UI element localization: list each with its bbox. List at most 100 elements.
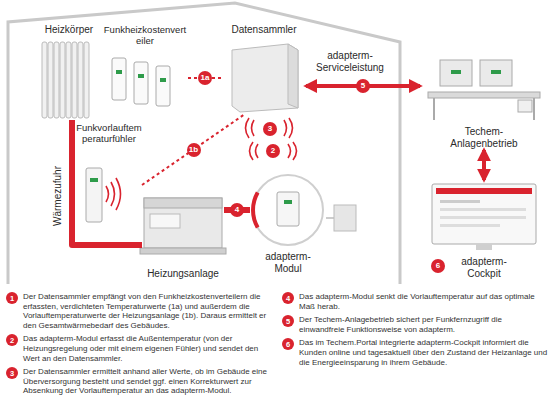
flow-temperature-sensor-part — [90, 178, 98, 182]
radio-waves-part — [256, 144, 259, 158]
note-number: 2 — [6, 334, 18, 346]
note-number: 6 — [282, 338, 294, 350]
cockpit-monitor-part — [440, 216, 526, 219]
module-arc — [253, 193, 258, 228]
module-led — [284, 200, 292, 204]
sensor-node: Funkvorlauftemperaturfühler — [76, 122, 142, 226]
radio-waves-part — [246, 118, 250, 138]
note-text: Das adapterm-Modul erfasst die Außentemp… — [23, 334, 274, 363]
note-number: 5 — [282, 315, 294, 327]
heat-cost-allocator-part — [160, 78, 166, 82]
radio-waves-part — [284, 120, 287, 136]
cockpit-monitor — [432, 184, 536, 250]
operations-desk — [428, 60, 540, 120]
radiator-part — [60, 42, 65, 118]
callout-number: 3 — [263, 122, 277, 136]
note-text: Der Datensammler empfängt von den Funkhe… — [23, 292, 274, 330]
note-number: 1 — [6, 292, 18, 304]
operations-desk-part — [533, 98, 535, 120]
module-device — [277, 192, 299, 226]
radio-waves-part — [289, 118, 293, 138]
node-label: adapterm-Cockpit — [449, 256, 519, 280]
operations-desk-part — [428, 92, 540, 98]
service-label: adapterm-Serviceleistung — [305, 50, 395, 74]
cockpit-monitor-part — [476, 244, 492, 250]
heat-cost-allocator-part — [138, 74, 144, 78]
node-label: Funkheizkostenverteiler — [102, 24, 188, 47]
operations-desk-part — [451, 70, 461, 74]
callout-number: 1b — [187, 143, 201, 157]
callout-number: 6 — [431, 259, 445, 273]
radio-link — [142, 114, 245, 185]
callout-number: 1a — [198, 71, 212, 85]
outdoor-sensor-part — [326, 217, 334, 219]
module-node: adapterm-Modul — [250, 172, 326, 275]
heat-cost-allocator-part — [134, 62, 148, 104]
house-outline-part — [8, 3, 400, 284]
data-collector-part — [232, 44, 298, 112]
operations-node: Techem-Anlagenbetrieb — [420, 50, 548, 150]
operations-desk-part — [491, 70, 501, 74]
radio-waves-part — [252, 120, 255, 136]
callout-number: 2 — [266, 144, 280, 158]
boiler-part — [150, 214, 180, 228]
boiler — [140, 198, 226, 254]
radiator — [42, 42, 89, 118]
pipe-connector — [72, 120, 142, 245]
radiator-part — [72, 42, 77, 118]
cockpit-monitor-part — [436, 188, 532, 194]
cockpit-monitor-part — [432, 184, 536, 244]
note-text: Das adapterm-Modul senkt die Vorlauftemp… — [299, 292, 548, 311]
data-collector-part — [288, 44, 298, 108]
house-outline — [8, 3, 400, 284]
node-label: Datensammler — [231, 24, 296, 36]
radiator-part — [66, 42, 71, 118]
node-label: Funkvorlauftemperaturfühler — [76, 122, 142, 145]
module-circle — [250, 172, 326, 248]
allocator-node: Funkheizkostenverteiler — [102, 24, 188, 114]
radio-waves-part — [106, 186, 109, 202]
note-number: 3 — [6, 367, 18, 379]
cockpit-monitor-part — [440, 224, 500, 227]
outdoor-sensor-part — [334, 205, 356, 231]
data-collector — [232, 44, 298, 112]
boiler-node: Heizungsanlage — [142, 192, 224, 280]
radiator-part — [84, 42, 89, 118]
note-text: Der Datensammler ermittelt anhand aller … — [23, 367, 274, 396]
operations-desk-part — [480, 60, 512, 86]
boiler-part — [144, 198, 222, 248]
boiler-part — [140, 248, 226, 254]
radiator-part — [42, 42, 47, 118]
heat-cost-allocator-part — [112, 58, 126, 100]
pipe-connector — [482, 150, 486, 180]
node-label: Heizungsanlage — [147, 268, 219, 280]
callout-number: 4 — [230, 203, 244, 217]
radio-waves-part — [293, 142, 297, 160]
cockpit-monitor-part — [440, 208, 526, 211]
boiler-part — [144, 198, 222, 208]
radiator-node: Heizkörper — [36, 24, 102, 120]
heat-cost-allocator-part — [156, 66, 170, 106]
collector-node: Datensammler — [222, 24, 306, 114]
radio-waves-part — [250, 142, 254, 160]
note-text: Der Techem-Anlagebetrieb sichert per Fun… — [299, 315, 548, 334]
heat-cost-allocator — [112, 58, 170, 106]
module-outline — [253, 175, 323, 245]
outdoor-sensor — [326, 205, 356, 231]
node-label: Techem-Anlagenbetrieb — [438, 126, 530, 150]
operations-desk-part — [440, 60, 472, 86]
radiator-part — [78, 42, 83, 118]
heat-cost-allocator-part — [116, 70, 122, 74]
flow-temperature-sensor-part — [86, 168, 102, 222]
flow-temperature-sensor — [86, 168, 102, 222]
cockpit-monitor-part — [440, 200, 480, 203]
radio-waves-part — [288, 144, 291, 158]
operations-desk-part — [433, 98, 435, 120]
radio-waves-part — [111, 182, 115, 206]
note-text: Das im Techem.Portal integrierte adapter… — [299, 338, 548, 367]
node-label: adapterm-Modul — [258, 251, 318, 275]
pipe-label: Wärmezufuhr — [52, 166, 64, 226]
node-label: Heizkörper — [45, 24, 93, 36]
note-number: 4 — [282, 292, 294, 304]
